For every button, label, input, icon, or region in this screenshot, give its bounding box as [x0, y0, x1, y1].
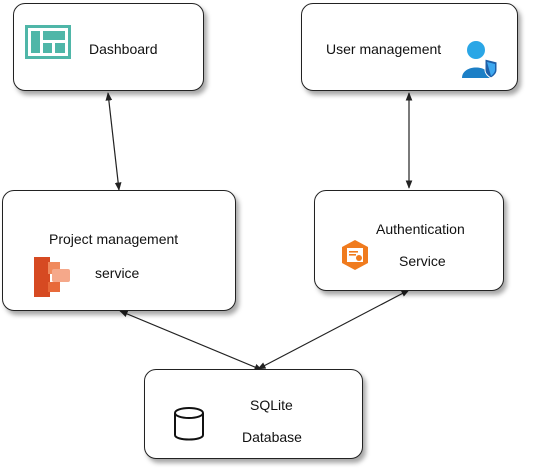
edge-project-database — [119, 310, 263, 371]
certificate-icon — [342, 240, 368, 270]
database-label: Database — [242, 429, 302, 445]
project-service-icon — [34, 257, 70, 297]
database-icon — [174, 407, 204, 441]
dashboard-node[interactable]: Dashboard — [13, 3, 204, 91]
edge-dashboard-project — [105, 92, 122, 191]
project-service-label: service — [95, 265, 140, 281]
edge-auth-database — [257, 289, 410, 370]
sqlite-label: SQLite — [250, 397, 293, 413]
project-management-node[interactable]: Project management service — [2, 190, 236, 311]
dashboard-label: Dashboard — [89, 41, 158, 57]
dashboard-icon — [25, 25, 71, 59]
project-management-label: Project management — [49, 231, 179, 247]
authentication-service-label: Service — [399, 253, 446, 269]
authentication-label: Authentication — [376, 221, 465, 237]
authentication-node[interactable]: Authentication Service — [314, 190, 504, 291]
user-management-label: User management — [326, 41, 442, 57]
user-shield-icon — [462, 41, 498, 79]
database-node[interactable]: SQLite Database — [144, 369, 363, 459]
user-management-node[interactable]: User management — [301, 3, 518, 91]
